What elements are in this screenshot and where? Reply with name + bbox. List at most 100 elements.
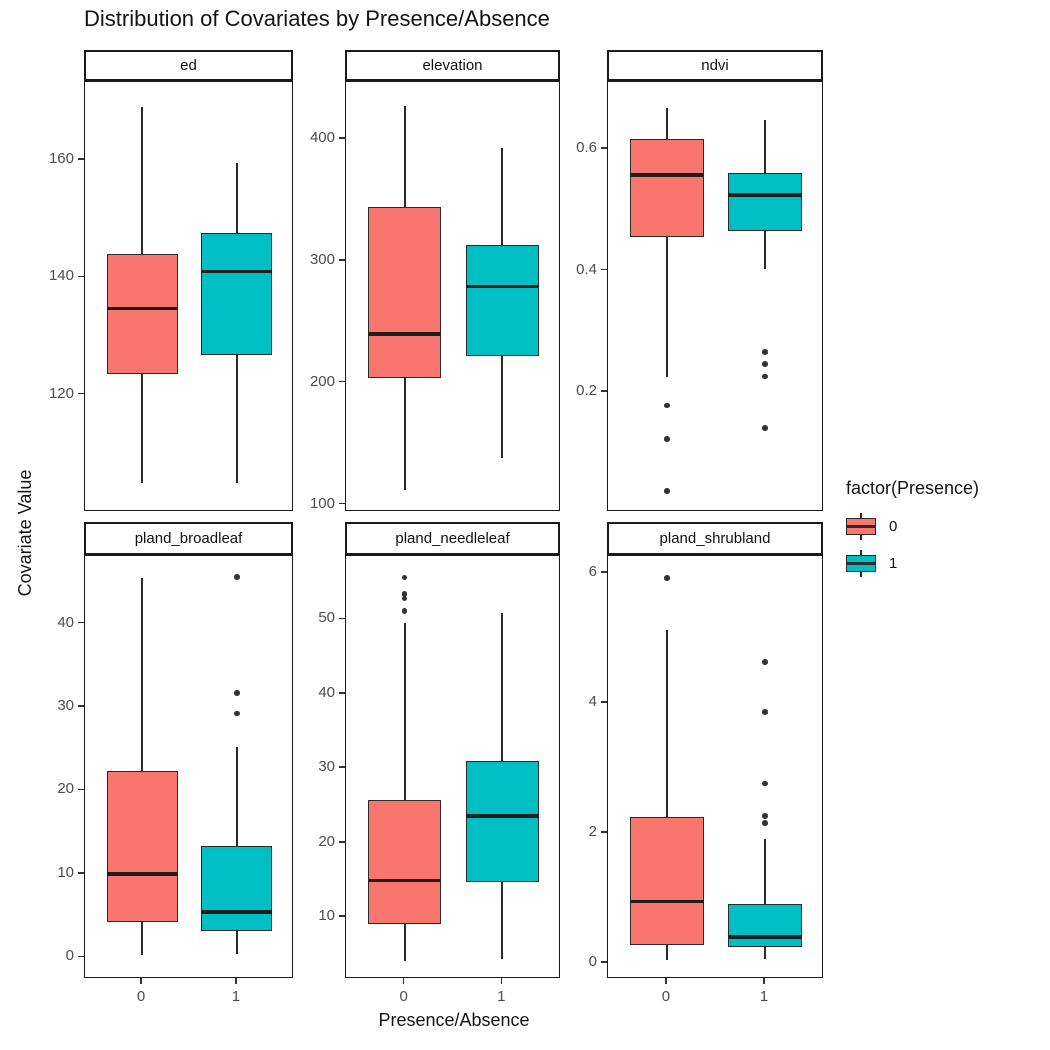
y-tick-mark xyxy=(339,766,345,769)
outlier-point xyxy=(762,813,768,819)
whisker-upper xyxy=(501,613,504,761)
outlier-point xyxy=(762,361,768,367)
outlier-point xyxy=(234,710,240,717)
y-tick-label: 20 xyxy=(57,780,74,798)
facet-strip-label: pland_needleleaf xyxy=(395,530,510,547)
y-tick-label: 0.4 xyxy=(576,260,597,278)
x-tick-label: 1 xyxy=(497,988,506,1005)
facet-strip-label: pland_shrubland xyxy=(659,530,771,547)
facet-panel xyxy=(345,555,560,978)
outlier-point xyxy=(762,349,768,355)
x-tick-mark xyxy=(140,978,142,984)
outlier-point xyxy=(762,780,768,787)
y-tick-label: 40 xyxy=(318,683,335,701)
median-line xyxy=(465,814,539,818)
whisker-upper xyxy=(403,623,406,801)
y-tick-mark xyxy=(601,571,607,573)
y-tick-mark xyxy=(339,691,345,694)
y-tick-mark xyxy=(601,831,607,833)
median-line xyxy=(728,193,802,197)
whisker-upper xyxy=(403,105,406,208)
outlier-point xyxy=(234,690,240,696)
whisker-lower xyxy=(666,237,668,377)
whisker-lower xyxy=(501,355,504,459)
facet-strip: pland_broadleaf xyxy=(84,522,293,555)
boxplot-key-icon xyxy=(846,550,876,577)
y-tick-label: 30 xyxy=(57,697,74,714)
outlier-point xyxy=(664,402,670,409)
legend-key-label: 1 xyxy=(889,555,898,572)
facet-panel xyxy=(84,555,293,978)
y-tick-mark xyxy=(339,617,345,620)
box-iqr xyxy=(465,760,539,883)
whisker-upper xyxy=(141,107,143,254)
box-iqr xyxy=(201,232,273,355)
y-tick-label: 200 xyxy=(309,372,335,390)
y-tick-label: 40 xyxy=(57,613,74,631)
x-tick-label: 0 xyxy=(661,988,671,1005)
whisker-upper xyxy=(141,577,143,772)
y-tick-label: 160 xyxy=(48,150,74,168)
whisker-lower xyxy=(403,923,406,962)
outlier-point xyxy=(664,487,670,494)
y-tick-mark xyxy=(78,872,84,874)
y-tick-mark xyxy=(78,158,84,160)
y-tick-label: 6 xyxy=(588,562,597,580)
key-median-line xyxy=(846,561,876,565)
outlier-point xyxy=(664,436,670,442)
whisker-lower xyxy=(403,377,406,491)
x-axis-title: Presence/Absence xyxy=(378,1010,530,1030)
y-tick-label: 120 xyxy=(48,384,74,402)
box-iqr xyxy=(630,817,704,945)
outlier-point xyxy=(762,709,768,715)
box-iqr xyxy=(106,253,178,375)
y-tick-mark xyxy=(339,136,345,139)
legend-key: 0 xyxy=(846,513,979,540)
legend-title: factor(Presence) xyxy=(846,478,980,498)
y-tick-label: 100 xyxy=(309,494,335,512)
whisker-lower xyxy=(236,354,238,483)
y-tick-mark xyxy=(601,268,607,271)
facet-strip-label: pland_broadleaf xyxy=(134,530,243,547)
x-tick-mark xyxy=(235,978,237,984)
x-tick-label: 1 xyxy=(231,988,241,1005)
whisker-upper xyxy=(764,839,766,904)
y-tick-label: 0 xyxy=(65,947,74,965)
median-line xyxy=(368,878,442,883)
legend-key-label: 0 xyxy=(889,518,898,535)
median-line xyxy=(630,899,704,904)
y-tick-mark xyxy=(78,621,84,624)
x-tick-mark xyxy=(500,978,503,984)
y-tick-label: 2 xyxy=(588,822,597,840)
whisker-lower xyxy=(141,922,143,955)
key-median-line xyxy=(846,524,876,528)
y-tick-label: 4 xyxy=(588,692,597,710)
box-iqr xyxy=(465,244,539,356)
whisker-lower xyxy=(501,882,504,959)
y-tick-mark xyxy=(78,955,84,958)
plot-title: Distribution of Covariates by Presence/A… xyxy=(84,6,550,31)
whisker-upper xyxy=(501,148,504,245)
whisker-upper xyxy=(666,108,668,139)
y-tick-mark xyxy=(601,147,607,149)
y-tick-label: 20 xyxy=(318,832,335,850)
facet-strip-label: ndvi xyxy=(701,57,729,74)
box-iqr xyxy=(728,172,802,231)
median-line xyxy=(201,269,273,274)
y-tick-label: 0 xyxy=(588,952,597,970)
facet-strip: ndvi xyxy=(607,50,823,81)
box-iqr xyxy=(368,800,442,924)
outlier-point xyxy=(762,820,768,826)
legend-key: 1 xyxy=(846,550,979,577)
y-tick-label: 10 xyxy=(318,907,335,925)
outlier-point xyxy=(401,595,408,602)
facet-strip: ed xyxy=(84,50,293,81)
median-line xyxy=(368,332,442,336)
x-tick-mark xyxy=(665,978,667,984)
x-tick-label: 0 xyxy=(136,988,146,1005)
y-tick-mark xyxy=(78,705,84,707)
median-line xyxy=(106,872,178,876)
median-line xyxy=(728,934,802,939)
